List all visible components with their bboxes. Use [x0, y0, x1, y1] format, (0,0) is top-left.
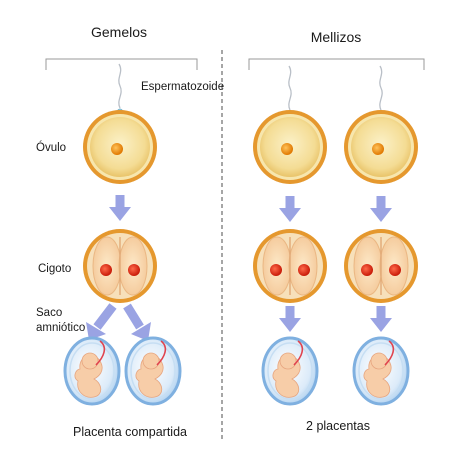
arrow-down-icon — [109, 195, 131, 221]
zygote-identical — [82, 228, 158, 304]
ovum-fraternal-a — [253, 110, 327, 184]
fraternal-title: Mellizos — [311, 29, 362, 45]
embryo-identical-b — [124, 336, 182, 406]
sperm-label: Espermatozoide — [141, 81, 224, 93]
arrow-down-icon — [279, 196, 301, 222]
ovum-label: Óvulo — [36, 141, 66, 154]
split-arrow-right-icon — [123, 303, 151, 341]
ovum-fraternal-b — [344, 110, 418, 184]
fraternal-footer: 2 placentas — [306, 419, 370, 433]
arrow-down-icon — [370, 306, 392, 332]
embryo-fraternal-a — [261, 336, 319, 406]
amniotic-sac-label: Saco amniótico — [36, 307, 85, 334]
zygote-fraternal-a — [252, 228, 328, 304]
ovum-identical — [83, 110, 157, 184]
embryo-identical-a — [63, 336, 121, 406]
identical-footer: Placenta compartida — [73, 425, 187, 439]
split-arrow-left-icon — [86, 303, 117, 340]
zygote-label: Cigoto — [38, 263, 71, 275]
embryo-fraternal-b — [352, 336, 410, 406]
arrow-down-icon — [370, 196, 392, 222]
identical-bracket — [45, 58, 198, 70]
zygote-fraternal-b — [343, 228, 419, 304]
fraternal-bracket — [248, 58, 425, 70]
identical-title: Gemelos — [91, 24, 147, 40]
arrow-down-icon — [279, 306, 301, 332]
